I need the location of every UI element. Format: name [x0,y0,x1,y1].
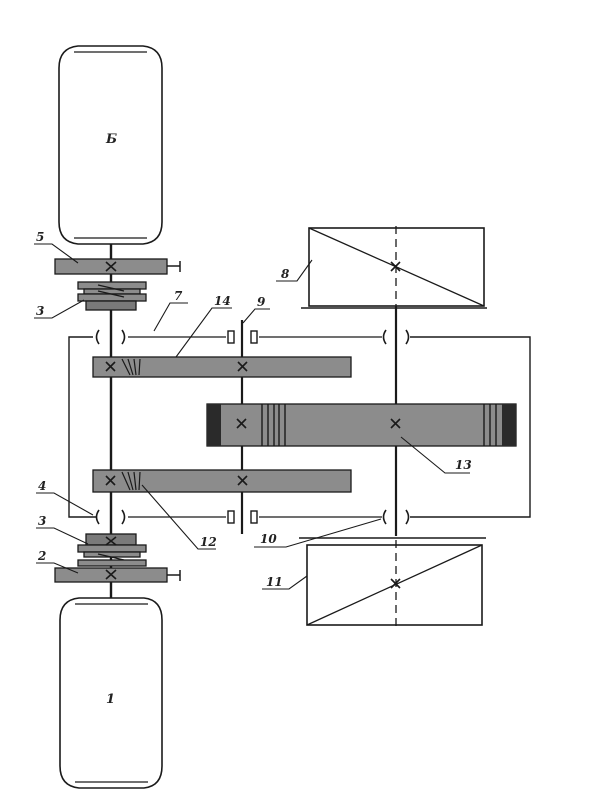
wheel-bottom: 1 [59,597,163,789]
clutch-top-3 [77,281,147,311]
wheel-top-label: Б [105,132,117,147]
bottom-cross-shaft [95,509,410,525]
label-14: 14 [214,294,231,308]
label-9: 9 [257,295,266,309]
brake-top-5 [54,258,181,275]
gear-13 [206,403,517,447]
top-cross-shaft [95,329,410,345]
motor-8 [301,226,487,309]
label-12: 12 [200,535,217,549]
label-3-top: 3 [36,304,44,318]
label-2: 2 [37,549,46,563]
label-3-bottom: 3 [38,514,46,528]
gear-12 [92,469,352,493]
housing-outline [68,336,531,518]
label-10: 10 [260,532,277,546]
label-13: 13 [455,458,472,472]
motor-11 [299,537,486,628]
gear-14 [92,356,352,378]
label-11: 11 [266,575,283,589]
wheel-bottom-label: 1 [106,692,115,707]
brake-bottom-2 [54,559,181,583]
label-7: 7 [174,289,183,303]
label-5: 5 [36,230,44,244]
label-8: 8 [281,267,290,281]
clutch-bottom-3 [77,533,147,561]
wheel-top: Б [58,45,163,245]
leader-lines [34,243,470,590]
label-4: 4 [38,479,46,493]
